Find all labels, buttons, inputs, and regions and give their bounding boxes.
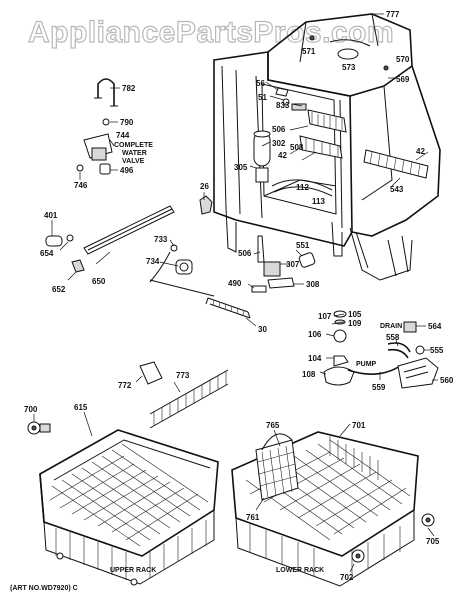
caption-water: WATER: [122, 150, 147, 157]
label-790: 790: [120, 118, 134, 127]
part-labels: 777 571 573 570 569 56 51 833 506 302 42…: [10, 10, 454, 592]
label-496: 496: [120, 166, 134, 175]
label-650: 650: [92, 277, 106, 286]
label-559: 559: [372, 383, 386, 392]
label-700: 700: [24, 405, 38, 414]
label-777: 777: [386, 10, 400, 19]
label-558: 558: [386, 333, 400, 342]
label-307: 307: [286, 260, 300, 269]
label-56: 56: [256, 79, 265, 88]
label-30: 30: [258, 325, 267, 334]
caption-complete: COMPLETE: [114, 142, 153, 149]
label-705: 705: [426, 537, 440, 546]
caption-drain: DRAIN: [380, 323, 402, 330]
label-833: 833: [276, 101, 290, 110]
water-valve-assembly: [76, 78, 118, 175]
label-734: 734: [146, 257, 160, 266]
label-746: 746: [74, 181, 88, 190]
leader-lines: [33, 13, 438, 573]
label-26: 26: [200, 182, 209, 191]
label-305: 305: [234, 163, 248, 172]
label-782: 782: [122, 84, 136, 93]
label-773: 773: [176, 371, 190, 380]
label-652: 652: [52, 285, 66, 294]
tub-assembly: [213, 13, 441, 281]
label-302: 302: [272, 139, 286, 148]
caption-lower-rack: LOWER RACK: [276, 567, 324, 574]
caption-pump: PUMP: [356, 361, 377, 368]
label-772: 772: [118, 381, 132, 390]
label-113: 113: [312, 197, 325, 206]
label-506-mid: 506: [238, 249, 252, 258]
label-571: 571: [302, 47, 316, 56]
watermark-text: AppliancePartsPros.com: [28, 16, 394, 49]
label-42-left: 42: [278, 151, 287, 160]
label-109: 109: [348, 319, 362, 328]
label-701: 701: [352, 421, 366, 430]
label-765: 765: [266, 421, 280, 430]
label-108: 108: [302, 370, 316, 379]
label-744: 744: [116, 131, 130, 140]
label-51: 51: [258, 93, 267, 102]
label-112: 112: [296, 183, 309, 192]
label-543: 543: [390, 185, 404, 194]
lower-rack: [231, 431, 435, 587]
label-490: 490: [228, 279, 242, 288]
label-733: 733: [154, 235, 168, 244]
pump-parts: [323, 310, 439, 389]
label-555: 555: [430, 346, 444, 355]
label-104: 104: [308, 354, 322, 363]
label-308: 308: [306, 280, 320, 289]
art-number: (ART NO.WD7920) C: [10, 585, 78, 592]
label-42-right: 42: [416, 147, 425, 156]
label-615: 615: [74, 403, 88, 412]
label-570: 570: [396, 55, 410, 64]
label-106: 106: [308, 330, 322, 339]
label-573: 573: [342, 63, 356, 72]
label-564: 564: [428, 322, 442, 331]
caption-valve: VALVE: [122, 158, 145, 165]
label-508: 508: [290, 143, 304, 152]
label-506-top: 506: [272, 125, 286, 134]
door-parts: [45, 195, 251, 319]
label-560: 560: [440, 376, 454, 385]
label-551: 551: [296, 241, 310, 250]
label-105: 105: [348, 310, 362, 319]
label-761: 761: [246, 513, 260, 522]
upper-rack: [39, 429, 219, 586]
label-569: 569: [396, 75, 410, 84]
label-702: 702: [340, 573, 354, 582]
label-401: 401: [44, 211, 58, 220]
upper-rack-parts: [27, 361, 229, 435]
caption-upper-rack: UPPER RACK: [110, 567, 156, 574]
label-107: 107: [318, 312, 332, 321]
motor-parts: [251, 235, 316, 293]
label-654: 654: [40, 249, 54, 258]
